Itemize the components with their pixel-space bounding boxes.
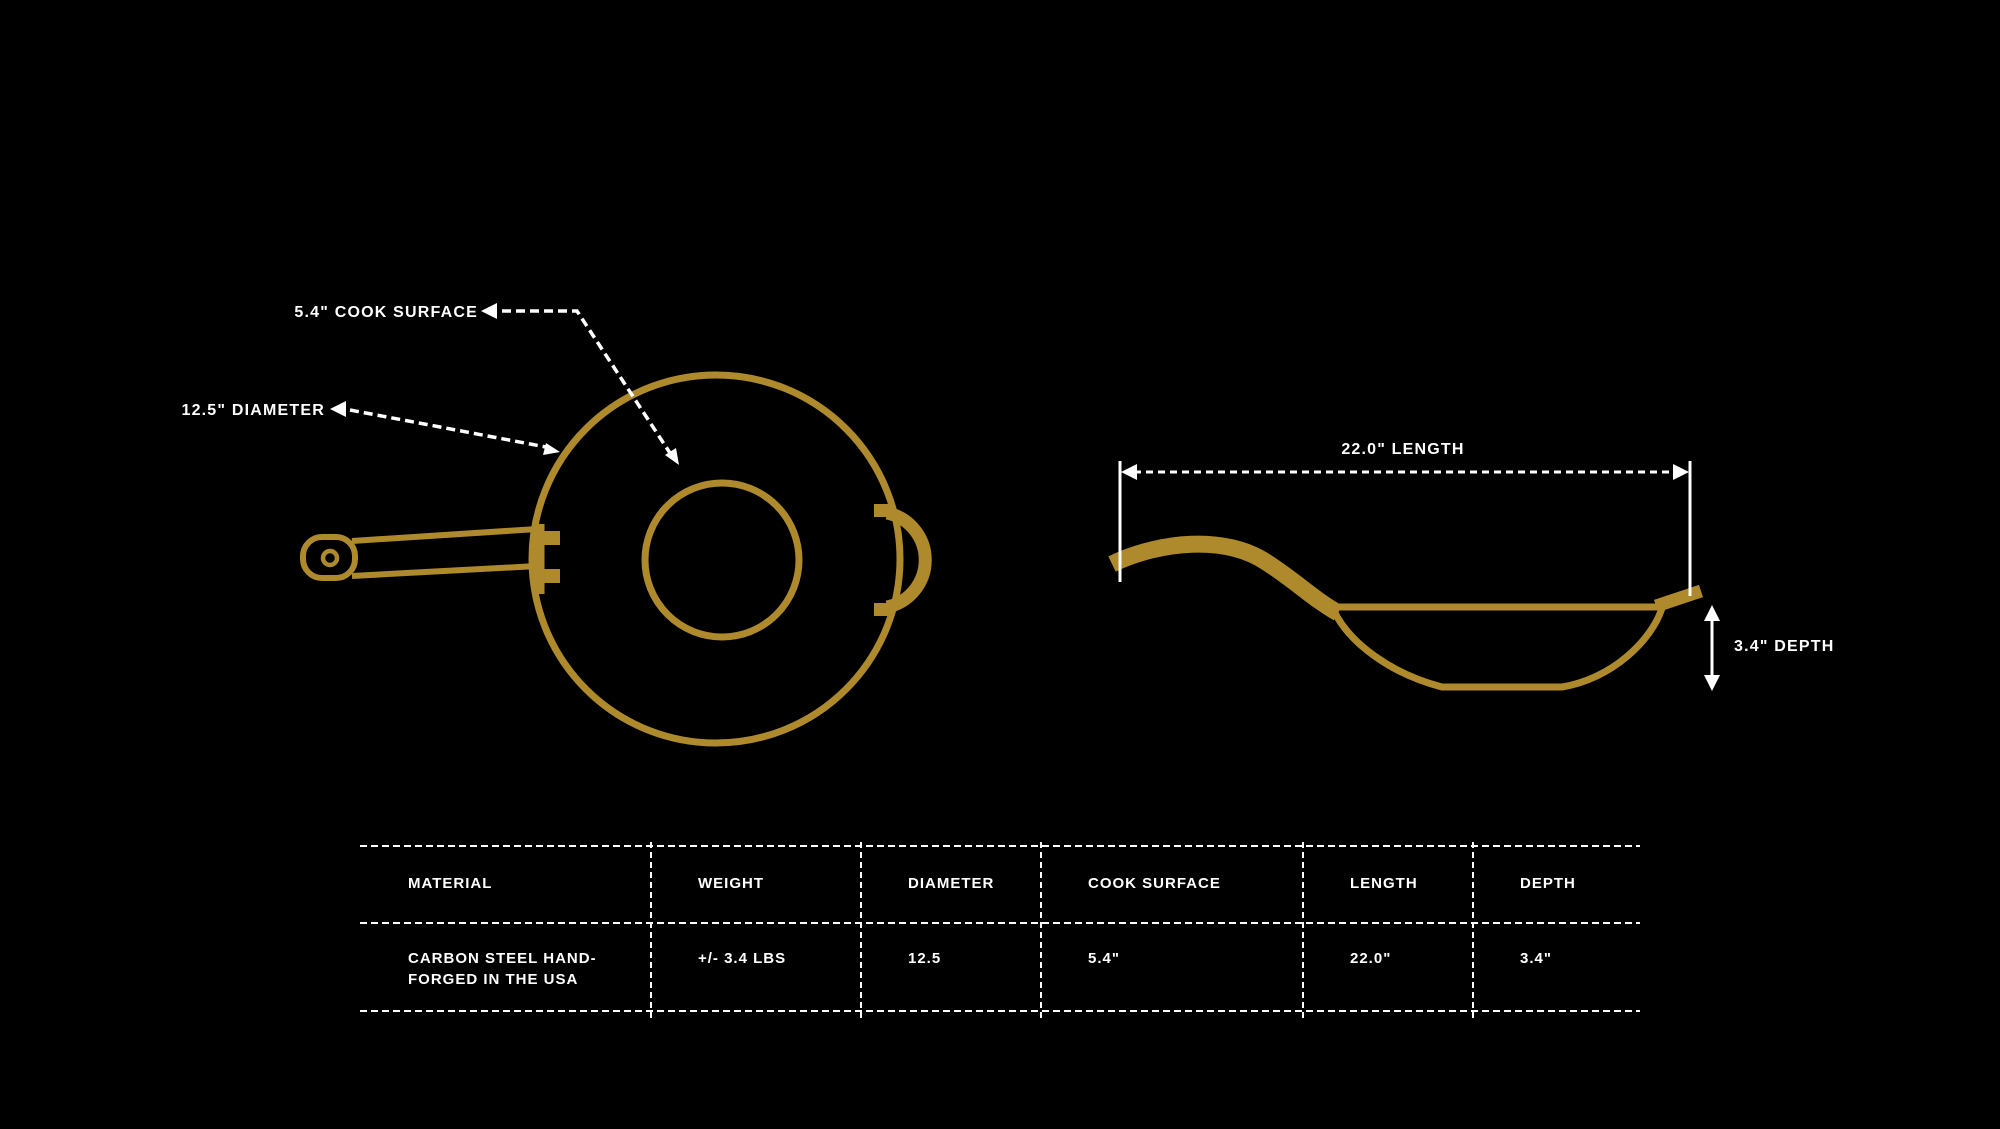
table-divider-3 [1040,842,1042,1018]
helper-handle-tab-bottom [874,603,893,616]
pan-cook-surface [641,479,803,641]
handle-bracket-tab-top [544,531,560,545]
depth-arrow-up-icon [1704,605,1720,621]
table-border-top [360,845,1640,847]
table-divider-4 [1302,842,1304,1018]
header-material-label: MATERIAL [408,875,493,892]
header-cook-surface: COOK SURFACE [1040,845,1302,922]
pan-outer-rim [528,371,904,747]
diameter-label-arrow-icon [330,401,346,417]
header-depth-label: DEPTH [1520,875,1576,892]
header-length-label: LENGTH [1350,875,1418,892]
value-depth-text: 3.4" [1520,950,1552,967]
table-divider-1 [650,842,652,1018]
length-label: 22.0" LENGTH [1341,441,1464,458]
header-length: LENGTH [1302,845,1472,922]
cook-surface-label: 5.4" COOK SURFACE [294,304,478,321]
depth-arrow-down-icon [1704,675,1720,691]
header-weight: WEIGHT [650,845,860,922]
helper-handle-tab-top [874,504,893,517]
handle-hang-hole [320,548,340,568]
value-cook-surface: 5.4" [1040,922,1302,1010]
cook-surface-target-arrow-icon [665,448,679,465]
diameter-target-arrow-icon [543,443,560,455]
value-weight-text: +/- 3.4 LBS [698,950,787,967]
side-view-drawing [1108,535,1704,691]
value-length-text: 22.0" [1350,950,1392,967]
annotations: 5.4" COOK SURFACE 12.5" DIAMETER 22.0" L… [181,303,1835,691]
top-view-drawing [300,371,932,747]
value-material-text: CARBON STEEL HAND-FORGED IN THE USA [408,950,597,988]
handle-end-cap [300,534,358,581]
table-border-bottom [360,1010,1640,1012]
header-weight-label: WEIGHT [698,875,764,892]
value-diameter-text: 12.5 [908,950,942,967]
table-divider-5 [1472,842,1474,1018]
depth-label: 3.4" DEPTH [1734,638,1835,655]
handle-bottom-edge [351,563,538,579]
value-material: CARBON STEEL HAND-FORGED IN THE USA [360,922,615,1010]
helper-handle [885,506,932,614]
handle-bracket-tab-bottom [544,569,560,583]
length-arrow-left-icon [1121,464,1137,480]
side-bowl [1330,606,1666,691]
cook-surface-leader-line [502,309,672,454]
table-border-middle [360,922,1640,924]
header-depth: DEPTH [1472,845,1640,922]
cook-surface-label-arrow-icon [481,303,497,319]
value-diameter: 12.5 [860,922,1040,1010]
length-arrow-right-icon [1673,464,1689,480]
header-cook-surface-label: COOK SURFACE [1088,875,1221,892]
value-cook-surface-text: 5.4" [1088,950,1120,967]
spec-table: MATERIAL WEIGHT DIAMETER COOK SURFACE LE… [360,842,1640,1018]
value-depth: 3.4" [1472,922,1640,1010]
diameter-leader-line [349,408,547,449]
value-length: 22.0" [1302,922,1472,1010]
value-weight: +/- 3.4 LBS [650,922,860,1010]
side-rim-lip [1653,584,1704,613]
side-handle [1108,535,1343,621]
header-diameter-label: DIAMETER [908,875,995,892]
header-material: MATERIAL [360,845,650,922]
diameter-label: 12.5" DIAMETER [181,402,325,419]
header-diameter: DIAMETER [860,845,1040,922]
handle-top-edge [351,526,538,544]
table-divider-2 [860,842,862,1018]
